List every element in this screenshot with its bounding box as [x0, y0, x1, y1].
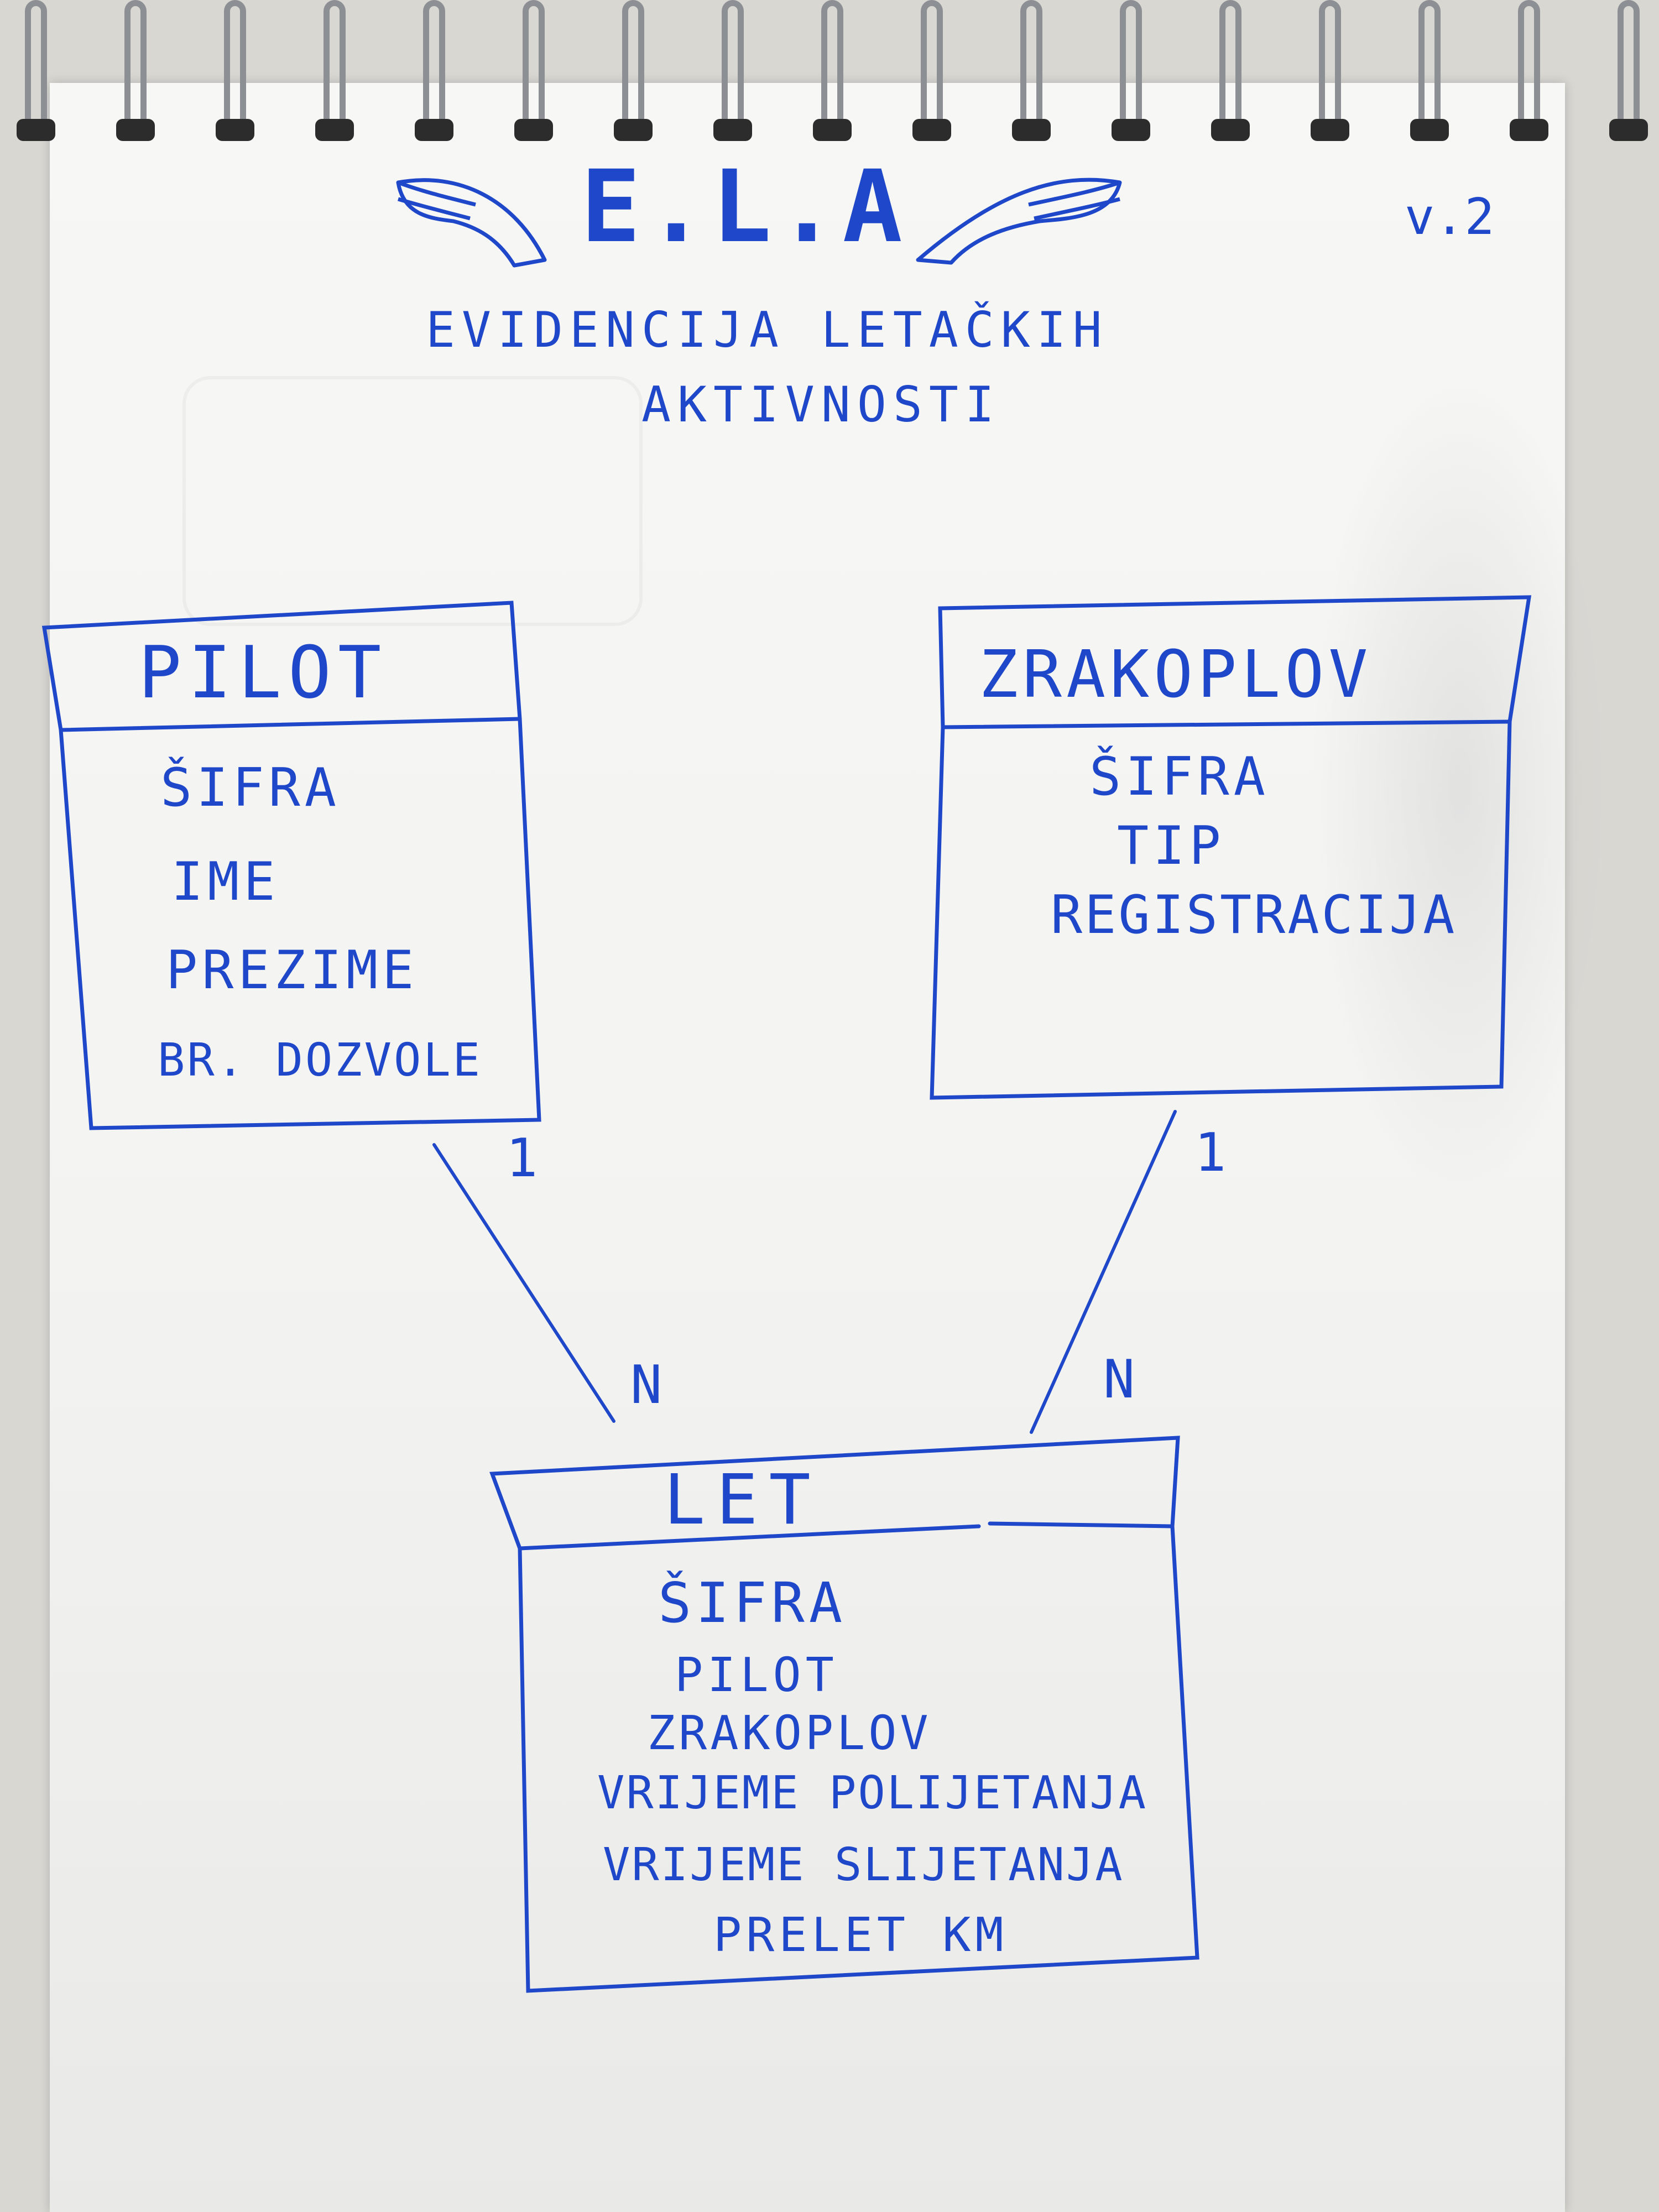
spiral-ring [1518, 0, 1540, 138]
binding-hole [315, 119, 354, 141]
spiral-ring [821, 0, 843, 138]
binding-hole [1609, 119, 1648, 141]
left-wing-icon [396, 178, 547, 268]
notebook-page [50, 83, 1609, 2212]
spiral-ring [25, 0, 47, 138]
binding-hole [216, 119, 254, 141]
spiral-ring [523, 0, 545, 138]
spiral-ring [622, 0, 644, 138]
entity-zrakoplov-title: ZRAKOPLOV [979, 636, 1373, 712]
cardinality-pilot-one: 1 [506, 1128, 538, 1189]
let-attr-vrijeme-polijetanja: VRIJEME POLIJETANJA [597, 1767, 1147, 1819]
zrakoplov-attr-tip: TIP [1117, 816, 1225, 877]
let-attr-zrakoplov: ZRAKOPLOV [647, 1706, 932, 1761]
spiral-ring [423, 0, 445, 138]
let-attr-vrijeme-slijetanja: VRIJEME SLIJETANJA [603, 1839, 1124, 1891]
let-attr-sifra: ŠIFRA [658, 1571, 847, 1635]
spiral-ring [324, 0, 346, 138]
spiral-ring [1319, 0, 1341, 138]
spiral-ring [1618, 0, 1640, 138]
right-wing-icon [916, 178, 1122, 265]
let-entity-box [489, 1436, 1199, 1993]
version-label: v.2 [1405, 188, 1495, 246]
spiral-ring [1020, 0, 1042, 138]
zrakoplov-attr-sifra: ŠIFRA [1089, 747, 1270, 807]
spiral-ring [124, 0, 147, 138]
cardinality-zrakoplov-one: 1 [1194, 1123, 1227, 1183]
relation-line-zrakoplov-let [1030, 1110, 1177, 1434]
pilot-attr-br-dozvole: BR. DOZVOLE [158, 1034, 483, 1087]
cardinality-let-n-zrakoplov: N [1103, 1349, 1135, 1410]
spiral-ring [1120, 0, 1142, 138]
binding-hole [1211, 119, 1250, 141]
binding-hole [1012, 119, 1051, 141]
binding-hole [813, 119, 852, 141]
logo-title: E.L.A [581, 149, 908, 265]
spiral-ring [1418, 0, 1441, 138]
subtitle-line-1: EVIDENCIJA LETAČKIH [426, 301, 1109, 358]
let-attr-prelet-km: PRELET KM [713, 1908, 1008, 1963]
binding-hole [1112, 119, 1150, 141]
binding-hole [1510, 119, 1548, 141]
pilot-entity-box [41, 601, 541, 1130]
binding-hole [1311, 119, 1349, 141]
binding-hole [116, 119, 155, 141]
binding-hole [912, 119, 951, 141]
pilot-attr-ime: IME [171, 852, 280, 912]
entity-let-title: LET [664, 1460, 822, 1540]
pilot-attr-prezime: PREZIME [166, 940, 419, 1001]
cardinality-let-n-pilot: N [630, 1355, 662, 1416]
relation-line-pilot-let [432, 1143, 615, 1423]
binding-hole [614, 119, 653, 141]
pilot-attr-sifra: ŠIFRA [160, 758, 341, 818]
spiral-ring [722, 0, 744, 138]
spiral-ring [921, 0, 943, 138]
zrakoplov-entity-box [930, 595, 1532, 1100]
binding-hole [514, 119, 553, 141]
spiral-ring [1219, 0, 1241, 138]
spiral-ring [224, 0, 246, 138]
paper-shadow [1311, 371, 1609, 1200]
entity-pilot-title: PILOT [138, 630, 388, 714]
binding-hole [1410, 119, 1449, 141]
let-attr-pilot: PILOT [675, 1648, 838, 1703]
binding-hole [415, 119, 453, 141]
zrakoplov-attr-registracija: REGISTRACIJA [1051, 885, 1457, 946]
binding-hole [713, 119, 752, 141]
subtitle-line-2: AKTIVNOSTI [641, 376, 1001, 433]
binding-hole [17, 119, 55, 141]
